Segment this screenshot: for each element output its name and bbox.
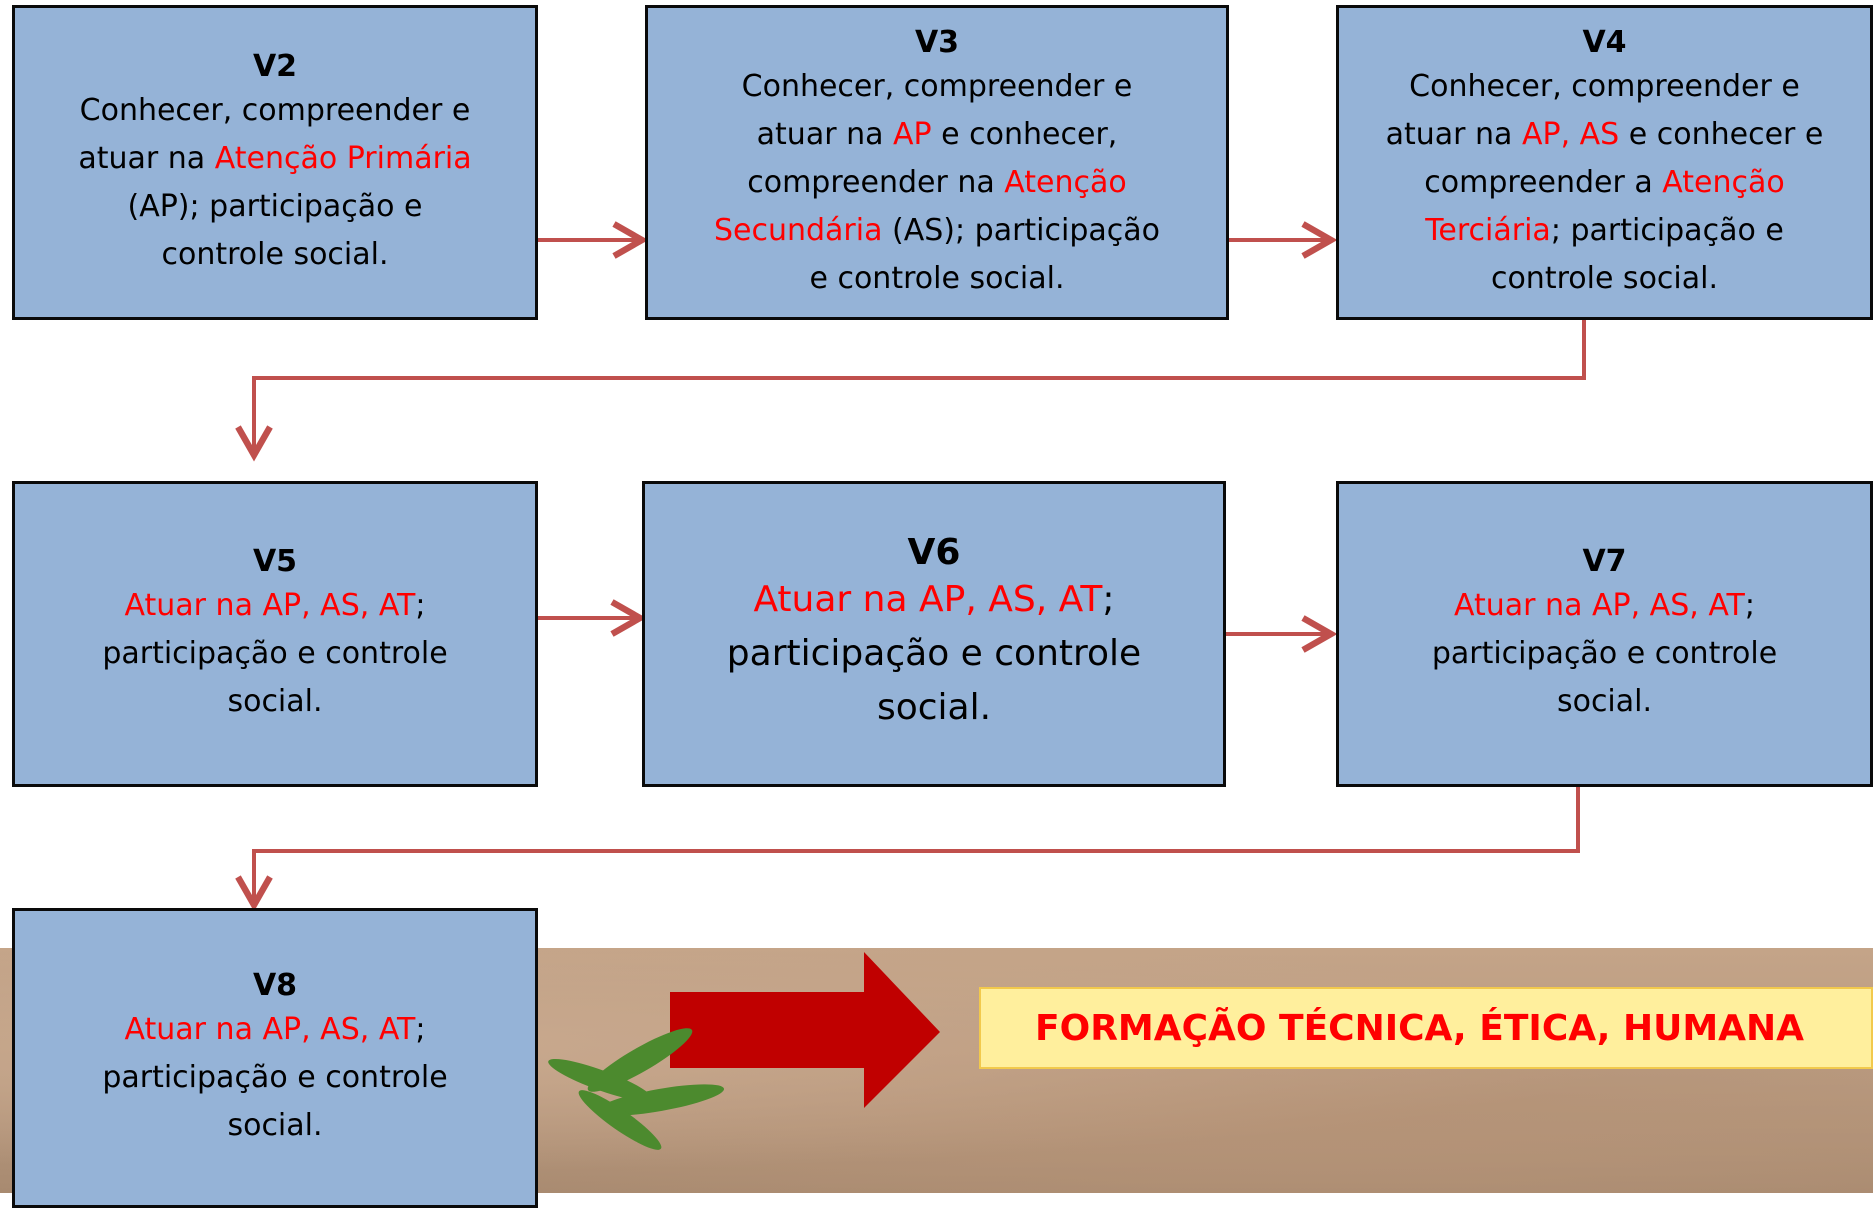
weed-plant — [548, 1028, 725, 1150]
box-line: Atuar na AP, AS, AT; — [102, 1006, 447, 1054]
box-line: social. — [102, 678, 447, 726]
box-body: Atuar na AP, AS, AT; participação e contr… — [102, 1006, 447, 1150]
body-text: (AP); participação e — [127, 188, 423, 224]
highlight-text: Atuar na AP, AS, AT — [1454, 588, 1745, 623]
body-text: controle social. — [1490, 260, 1719, 296]
body-text: atuar na — [1385, 116, 1522, 152]
box-body: Conhecer, compreender e atuar na AP e con… — [714, 63, 1160, 303]
banner-text: FORMAÇÃO TÉCNICA, ÉTICA, HUMANA — [1035, 1007, 1805, 1049]
box-line: participação e controle — [727, 627, 1141, 681]
box-line: atuar na Atenção Primária — [78, 135, 471, 183]
box-line: Secundária (AS); participação — [714, 207, 1160, 255]
box-v8: V8 Atuar na AP, AS, AT; participação e co… — [12, 908, 538, 1208]
body-text: social. — [227, 684, 323, 719]
arrow-v4-v5 — [235, 320, 1586, 462]
body-text: participação e controle — [726, 633, 1142, 674]
body-text: e conhecer e — [1619, 116, 1824, 152]
box-line: controle social. — [78, 231, 471, 279]
box-line: compreender a Atenção — [1386, 159, 1824, 207]
box-line: social. — [727, 681, 1141, 735]
box-v7: V7 Atuar na AP, AS, AT; participação e co… — [1336, 481, 1873, 787]
box-v3: V3 Conhecer, compreender e atuar na AP e … — [645, 5, 1229, 320]
body-text: participação e controle — [102, 636, 448, 671]
body-text: atuar na — [756, 116, 894, 152]
box-line: Conhecer, compreender e — [714, 63, 1160, 111]
box-line: participação e controle — [1432, 630, 1777, 678]
box-line: atuar na AP e conhecer, — [714, 111, 1160, 159]
box-line: compreender na Atenção — [714, 159, 1160, 207]
box-line: atuar na AP, AS e conhecer e — [1386, 111, 1824, 159]
body-text: participação e controle — [1431, 636, 1778, 671]
body-text: Conhecer, compreender e — [1409, 68, 1800, 104]
body-text: Conhecer, compreender e — [741, 68, 1133, 104]
body-text: compreender a — [1424, 164, 1663, 200]
highlight-text: AP, AS — [1521, 116, 1620, 152]
body-text: compreender na — [747, 164, 1005, 200]
highlight-text: Atenção — [1662, 164, 1785, 200]
body-text: ; — [415, 1012, 426, 1047]
body-text: social. — [876, 687, 992, 728]
box-v5: V5 Atuar na AP, AS, AT; participação e co… — [12, 481, 538, 787]
highlight-text: Atuar na AP, AS, AT — [753, 579, 1103, 620]
body-text: ; — [1102, 579, 1115, 620]
box-line: Atuar na AP, AS, AT; — [1432, 582, 1777, 630]
body-text: e controle social. — [809, 260, 1065, 296]
box-line: Conhecer, compreender e — [1386, 63, 1824, 111]
highlight-text: AP — [893, 116, 932, 152]
conclusion-banner: FORMAÇÃO TÉCNICA, ÉTICA, HUMANA — [979, 987, 1873, 1069]
box-title: V3 — [914, 24, 960, 60]
box-v4: V4 Conhecer, compreender e atuar na AP, A… — [1336, 5, 1873, 320]
box-title: V7 — [1582, 544, 1627, 579]
body-text: atuar na — [78, 140, 215, 176]
box-body: Conhecer, compreender e atuar na Atenção … — [78, 87, 471, 279]
body-text: social. — [227, 1108, 323, 1143]
body-text: (AS); participação — [882, 212, 1160, 248]
box-line: social. — [102, 1102, 447, 1150]
box-body: Atuar na AP, AS, AT; participação e contr… — [102, 582, 447, 726]
body-text: e conhecer, — [931, 116, 1118, 152]
highlight-text: Atenção Primária — [214, 140, 472, 176]
box-line: controle social. — [1386, 255, 1824, 303]
box-title: V4 — [1582, 24, 1627, 60]
box-line: Terciária; participação e — [1386, 207, 1824, 255]
box-line: Atuar na AP, AS, AT; — [102, 582, 447, 630]
highlight-text: Atenção — [1004, 164, 1127, 200]
big-red-arrow — [670, 952, 940, 1108]
box-body: Atuar na AP, AS, AT; participação e contr… — [1432, 582, 1777, 726]
highlight-text: Atuar na AP, AS, AT — [124, 588, 416, 623]
box-line: e controle social. — [714, 255, 1160, 303]
body-text: social. — [1556, 684, 1653, 719]
highlight-text: Atuar na AP, AS, AT — [124, 1012, 416, 1047]
box-body: Atuar na AP, AS, AT; participação e contr… — [727, 573, 1141, 735]
box-title: V8 — [252, 968, 298, 1003]
box-line: Conhecer, compreender e — [78, 87, 471, 135]
body-text: participação e controle — [102, 1060, 448, 1095]
box-line: Atuar na AP, AS, AT; — [727, 573, 1141, 627]
box-title: V2 — [252, 48, 298, 84]
box-title: V6 — [907, 532, 961, 573]
body-text: ; participação e — [1550, 212, 1784, 248]
body-text: controle social. — [161, 236, 389, 272]
box-title: V5 — [252, 544, 298, 579]
box-line: participação e controle — [102, 630, 447, 678]
box-v6: V6 Atuar na AP, AS, AT; participação e co… — [642, 481, 1226, 787]
box-line: (AP); participação e — [78, 183, 471, 231]
body-text: ; — [1744, 588, 1755, 623]
box-line: social. — [1432, 678, 1777, 726]
box-v2: V2 Conhecer, compreender e atuar na Atenç… — [12, 5, 538, 320]
highlight-text: Secundária — [713, 212, 883, 248]
highlight-text: Terciária — [1425, 212, 1551, 248]
arrow-v7-v8 — [235, 787, 1580, 912]
body-text: Conhecer, compreender e — [79, 92, 471, 128]
body-text: ; — [415, 588, 426, 623]
box-line: participação e controle — [102, 1054, 447, 1102]
box-body: Conhecer, compreender e atuar na AP, AS e… — [1386, 63, 1824, 303]
